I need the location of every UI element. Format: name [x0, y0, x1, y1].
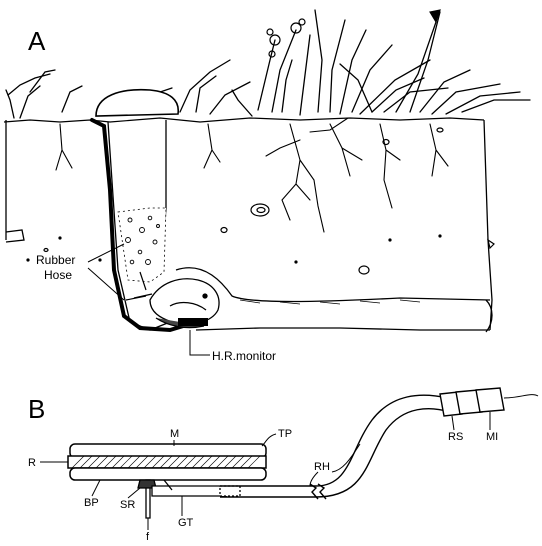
horizontal-tunnel	[176, 268, 492, 332]
hr-monitor-sensor	[178, 318, 208, 326]
label-f: f	[146, 531, 150, 541]
connector-mi	[476, 388, 504, 412]
surface-vegetation	[6, 10, 530, 118]
label-bp: BP	[84, 497, 99, 509]
leader-sr	[128, 488, 140, 498]
panel-a-letter: A	[28, 26, 46, 56]
label-r: R	[28, 457, 36, 469]
label-m: M	[170, 428, 179, 440]
monitor-leader-line	[190, 330, 210, 355]
label-tp: TP	[278, 428, 292, 440]
mi-wire	[504, 395, 538, 398]
transmitter-device	[68, 444, 266, 480]
ground-surface	[4, 118, 484, 122]
label-rh: RH	[314, 461, 330, 473]
label-rs: RS	[448, 431, 463, 443]
leader-bp	[92, 480, 100, 496]
stone	[96, 90, 178, 116]
leader-rs	[452, 416, 454, 430]
label-sr: SR	[120, 499, 135, 511]
label-rubber: Rubber	[36, 253, 75, 267]
soil-stones	[27, 128, 494, 274]
label-hr-monitor: H.R.monitor	[212, 349, 276, 363]
flower-heads	[267, 10, 440, 57]
panel-b-letter: B	[28, 394, 45, 424]
label-hose: Hose	[44, 268, 72, 282]
connector-rs	[440, 390, 482, 416]
leader-tp	[262, 434, 276, 446]
label-gt: GT	[178, 517, 194, 529]
label-mi: MI	[486, 431, 498, 443]
